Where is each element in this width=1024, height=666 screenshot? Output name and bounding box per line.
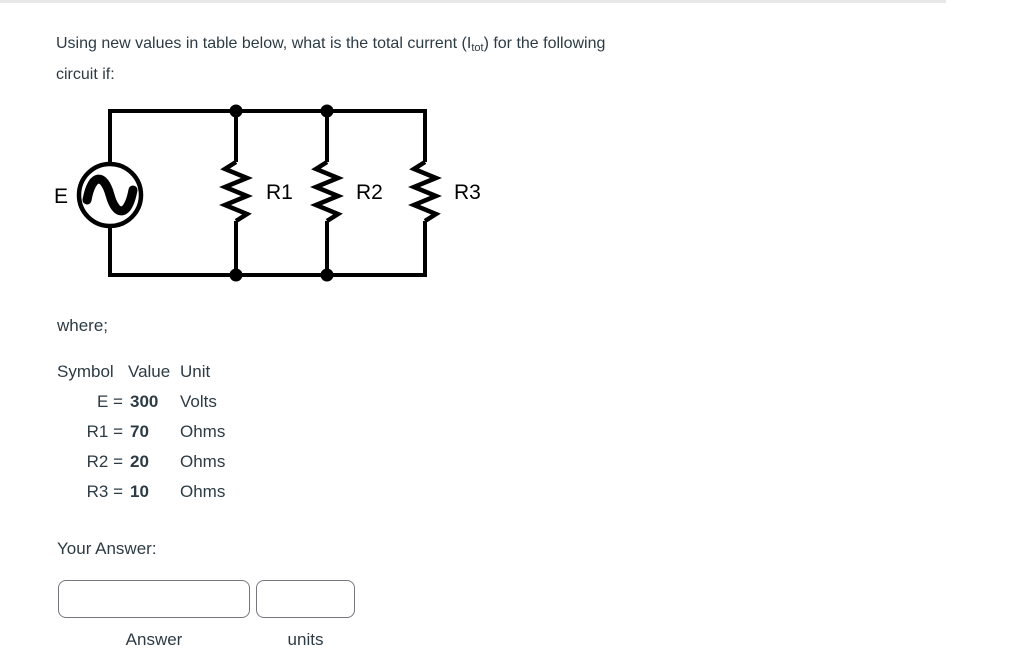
your-answer-prompt: Your Answer: — [57, 539, 157, 558]
resistor-r2-icon — [310, 160, 344, 223]
table-row: R1 = 70 Ohms — [57, 417, 226, 447]
where-label: where; — [57, 316, 109, 335]
table-header-row: Symbol Value Unit — [57, 357, 225, 387]
top-divider-bar — [0, 0, 946, 3]
row-symbol: R1 = — [86, 422, 123, 441]
values-table: Symbol Value Unit E = 300 Volts R1 = 70 … — [57, 357, 225, 507]
header-unit: Unit — [180, 362, 211, 381]
row-symbol: E = — [97, 392, 123, 411]
table-row: R3 = 10 Ohms — [57, 477, 226, 507]
row-value: 20 — [130, 452, 149, 471]
row-unit: Ohms — [180, 482, 226, 501]
junction-dot — [229, 104, 243, 118]
table-row: E = 300 Volts — [57, 387, 225, 417]
resistor-label-r3: R3 — [454, 181, 481, 204]
resistor-r3-icon — [408, 160, 442, 223]
source-label: E — [54, 185, 68, 208]
row-unit: Ohms — [180, 422, 226, 441]
row-unit: Ohms — [180, 452, 226, 471]
circuit-diagram: E R1 R2 R3 — [54, 104, 481, 282]
units-input[interactable] — [256, 580, 355, 618]
question-line1: Using new values in table below, what is… — [56, 35, 606, 54]
resistor-r1-icon — [219, 160, 253, 223]
junction-dot — [320, 268, 334, 282]
wire-top-loop — [108, 109, 427, 165]
header-value: Value — [128, 362, 171, 381]
question-text: Using new values in table below, what is… — [56, 29, 605, 90]
sine-wave-icon — [82, 174, 138, 216]
table-row: R2 = 20 Ohms — [57, 447, 226, 477]
junction-dot — [229, 268, 243, 282]
units-input-caption: units — [287, 630, 324, 649]
row-symbol: R3 = — [86, 482, 123, 501]
subscript-tot: tot — [471, 42, 484, 54]
row-unit: Volts — [180, 392, 217, 411]
row-value: 70 — [130, 422, 149, 441]
resistor-label-r2: R2 — [356, 181, 383, 204]
wire-bottom-loop — [108, 221, 427, 277]
row-symbol: R2 = — [86, 452, 123, 471]
junction-dot — [320, 104, 334, 118]
resistor-label-r1: R1 — [266, 181, 293, 204]
row-value: 10 — [130, 482, 149, 501]
row-value: 300 — [130, 392, 159, 411]
header-symbol: Symbol — [57, 362, 114, 381]
answer-input[interactable] — [58, 580, 250, 618]
question-line2: circuit if: — [56, 66, 115, 83]
answer-input-caption: Answer — [125, 630, 183, 649]
